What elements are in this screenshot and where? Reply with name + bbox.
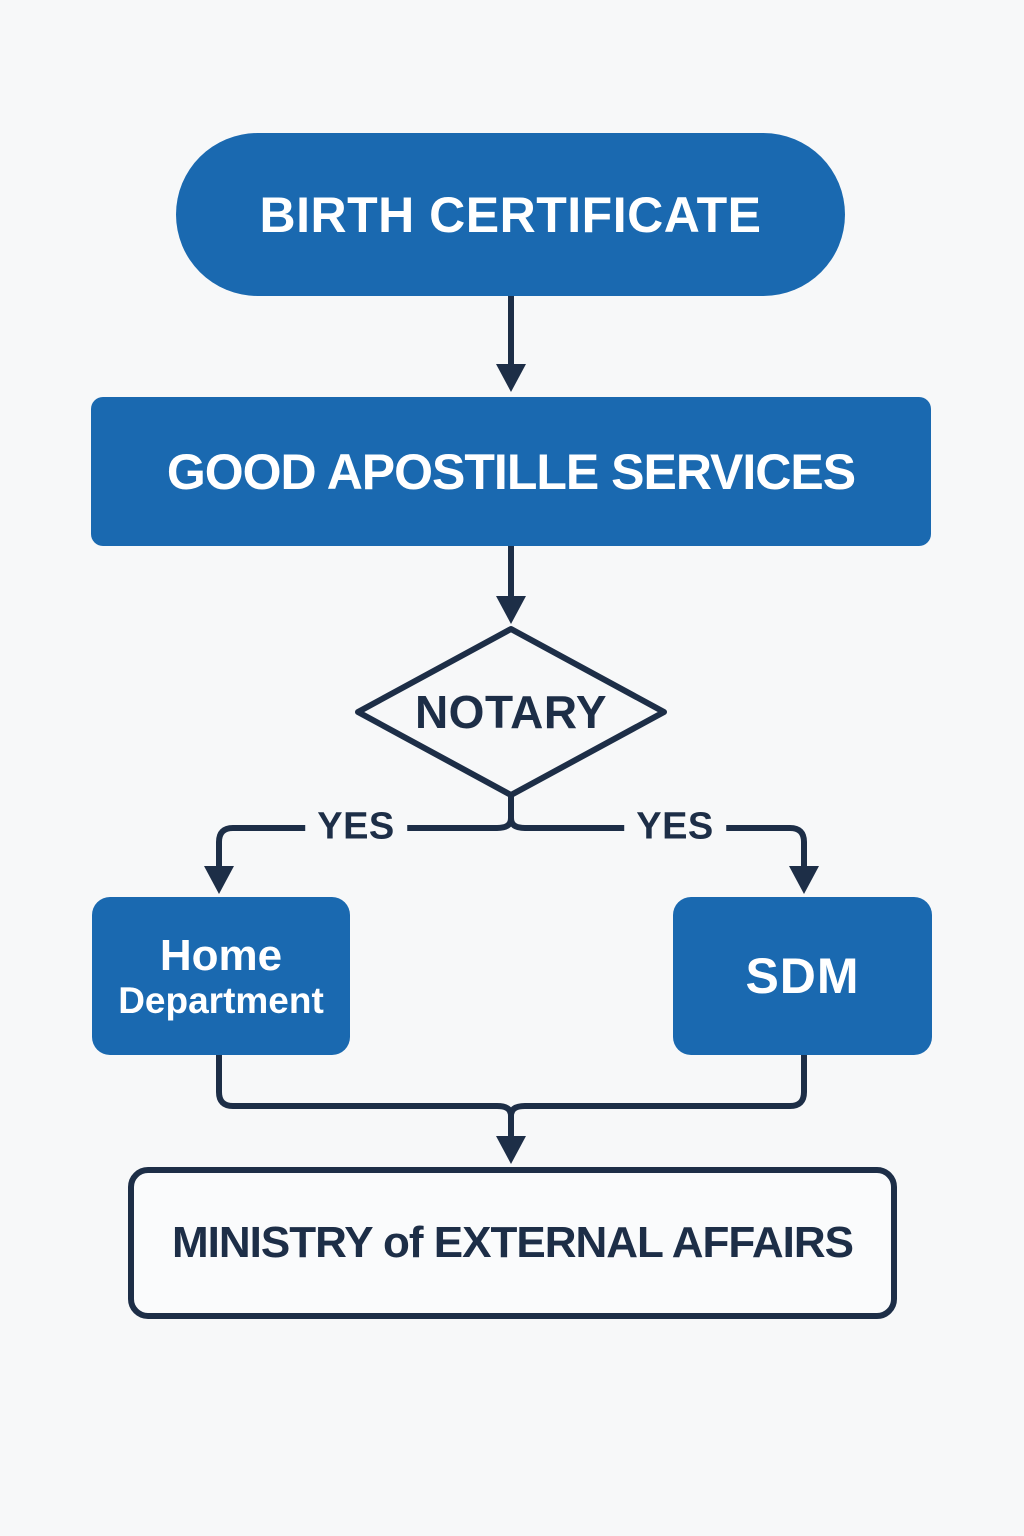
node-home-department-label-line1: Home bbox=[159, 930, 283, 980]
edge-label-yes-left: YES bbox=[305, 805, 407, 849]
edge-label-yes-right: YES bbox=[624, 805, 726, 849]
node-notary-label: NOTARY bbox=[414, 686, 608, 738]
node-good-apostille-services-label: GOOD APOSTILLE SERVICES bbox=[166, 443, 856, 500]
node-home-department: Home Department bbox=[92, 897, 350, 1055]
edge-sdm-to-ministry-line bbox=[508, 1055, 807, 1117]
arrowhead-down-icon bbox=[789, 866, 819, 894]
node-sdm: SDM bbox=[673, 897, 932, 1055]
arrowhead-down-icon bbox=[204, 866, 234, 894]
arrowhead-down-icon bbox=[496, 1136, 526, 1164]
node-birth-certificate: BIRTH CERTIFICATE bbox=[176, 133, 845, 296]
node-sdm-label: SDM bbox=[745, 948, 860, 1004]
node-ministry-of-external-affairs: MINISTRY of EXTERNAL AFFAIRS bbox=[128, 1167, 897, 1319]
edge-home-to-ministry-line bbox=[216, 1055, 514, 1117]
edge-notary-to-sdm-line bbox=[508, 817, 807, 868]
edge-notary-to-home-line bbox=[216, 817, 514, 868]
arrowhead-down-icon bbox=[496, 596, 526, 624]
arrowhead-down-icon bbox=[496, 364, 526, 392]
node-birth-certificate-label: BIRTH CERTIFICATE bbox=[259, 186, 762, 243]
node-good-apostille-services: GOOD APOSTILLE SERVICES bbox=[91, 397, 931, 546]
node-home-department-label-line2: Department bbox=[118, 979, 324, 1021]
node-ministry-label: MINISTRY of EXTERNAL AFFAIRS bbox=[172, 1218, 854, 1267]
